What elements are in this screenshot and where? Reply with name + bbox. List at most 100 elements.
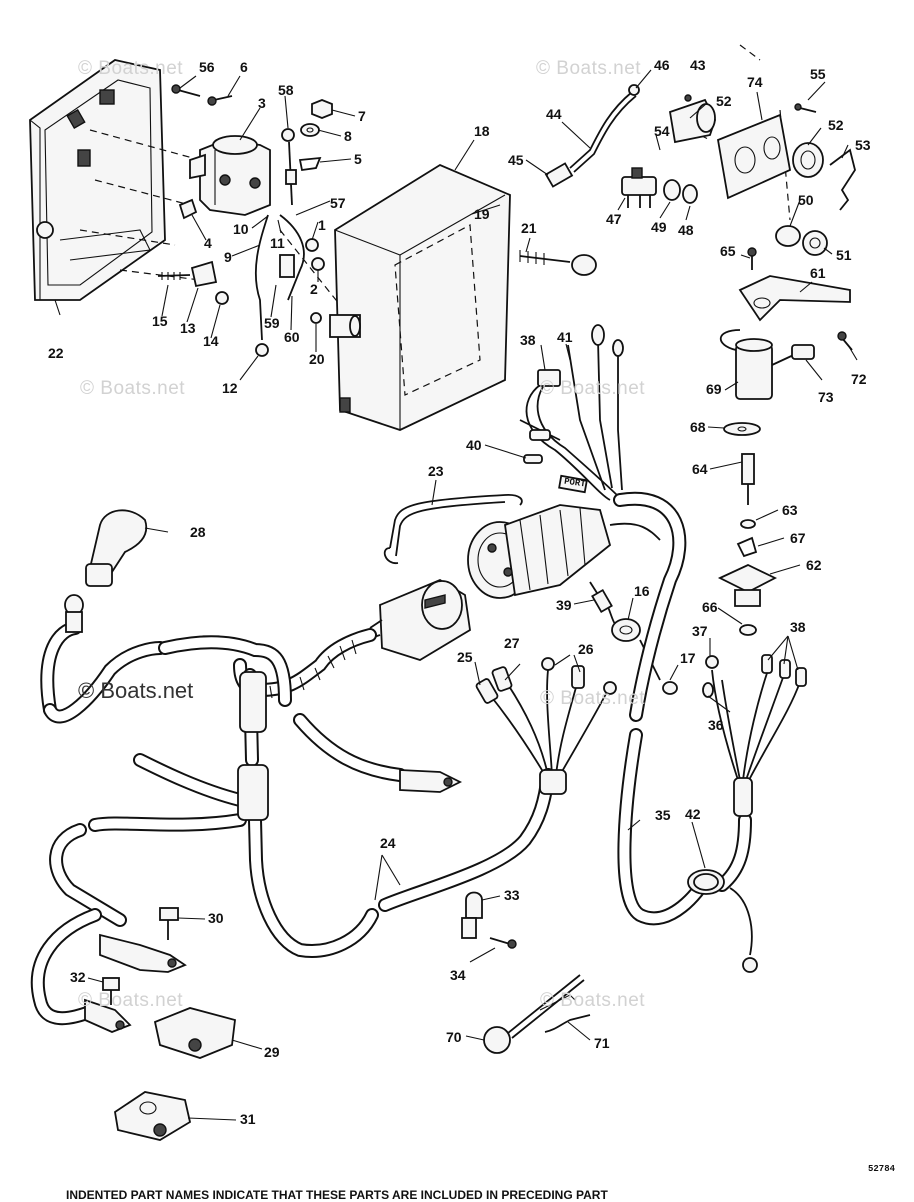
callout-58: 58 (278, 82, 294, 98)
callout-25: 25 (457, 649, 473, 665)
mounting-plate (29, 59, 166, 316)
callout-60: 60 (284, 329, 300, 345)
callout-29: 29 (264, 1044, 280, 1060)
clip-16 (589, 581, 641, 642)
bolt-32 (102, 977, 120, 1005)
screw-65 (747, 247, 757, 270)
callout-49: 49 (651, 219, 667, 235)
callout-53: 53 (855, 137, 871, 153)
washer-68 (723, 422, 761, 436)
callout-62: 62 (806, 557, 822, 573)
button-62 (717, 564, 778, 607)
bolt-15 (157, 272, 191, 280)
callout-59: 59 (264, 315, 280, 331)
ignition-switch-52 (668, 94, 716, 144)
callout-47: 47 (606, 211, 622, 227)
callout-3: 3 (258, 95, 266, 111)
clamp-29 (153, 1007, 236, 1059)
screw-55 (794, 103, 817, 113)
callout-46: 46 (654, 57, 670, 73)
callout-36: 36 (708, 717, 724, 733)
callout-67: 67 (790, 530, 806, 546)
watermark: © Boats.net (540, 378, 646, 399)
callout-55: 55 (810, 66, 826, 82)
callout-6: 6 (240, 59, 248, 75)
nut-4 (178, 198, 198, 220)
callout-31: 31 (240, 1111, 256, 1127)
callout-54: 54 (654, 123, 670, 139)
callout-61: 61 (810, 265, 826, 281)
callout-12: 12 (222, 380, 238, 396)
condenser-69 (719, 329, 815, 400)
screw-72 (837, 331, 853, 351)
callout-21: 21 (521, 220, 537, 236)
callout-43: 43 (690, 57, 706, 73)
knobs-50-51 (775, 225, 828, 256)
callout-50: 50 (798, 192, 814, 208)
callout-71: 71 (594, 1035, 610, 1051)
callout-45: 45 (508, 152, 524, 168)
watermark: © Boats.net (78, 58, 184, 79)
washer-49-48 (663, 179, 698, 204)
callout-73: 73 (818, 389, 834, 405)
bracket-13 (190, 260, 218, 288)
callout-38a: 38 (520, 332, 536, 348)
wire-bundle-25-27 (475, 657, 617, 795)
callout-15: 15 (152, 313, 168, 329)
callout-65: 65 (720, 243, 736, 259)
callout-1: 1 (318, 217, 326, 233)
callout-30: 30 (208, 910, 224, 926)
callout-44: 44 (546, 106, 562, 122)
callout-9: 9 (224, 249, 232, 265)
nut-7 (311, 99, 333, 119)
wire-bundle-36-38 (702, 654, 807, 817)
connector-plug (467, 504, 661, 599)
watermark: © Boats.net (540, 990, 646, 1011)
clip-5 (298, 156, 322, 172)
callout-11: 11 (270, 235, 285, 251)
callout-24: 24 (380, 835, 396, 851)
wire-23 (383, 494, 523, 564)
hose-35 (613, 491, 752, 926)
callout-8: 8 (344, 128, 352, 144)
callout-26: 26 (578, 641, 594, 657)
nut-1-2 (305, 238, 325, 271)
callout-19: 19 (474, 206, 490, 222)
callout-39: 39 (556, 597, 572, 613)
callout-70: 70 (446, 1029, 462, 1045)
callout-18: 18 (474, 123, 490, 139)
callout-63: 63 (782, 502, 798, 518)
callout-42: 42 (685, 806, 701, 822)
callout-64: 64 (692, 461, 708, 477)
starter-solenoid (189, 135, 271, 216)
callout-35: 35 (655, 807, 671, 823)
screw-56 (171, 84, 201, 97)
boot-28 (85, 509, 148, 587)
screw-6 (207, 95, 233, 106)
watermark: © Boats.net (540, 688, 646, 709)
control-box (329, 163, 511, 431)
plunger-64 (741, 453, 755, 505)
leader-lines (87, 69, 858, 1121)
lead-9-57 (254, 214, 305, 357)
callout-2: 2 (310, 281, 318, 297)
bracket-61 (738, 275, 851, 322)
callout-23: 23 (428, 463, 444, 479)
washer-20 (310, 312, 322, 324)
callout-52a: 52 (716, 93, 732, 109)
grommet-42 (687, 869, 758, 973)
callout-5: 5 (354, 151, 362, 167)
callout-13: 13 (180, 320, 196, 336)
nut-66 (739, 624, 757, 636)
watermark: © Boats.net (78, 990, 184, 1011)
callout-40: 40 (466, 437, 482, 453)
clip-67 (736, 536, 758, 558)
switch-47 (621, 167, 657, 208)
callout-69: 69 (706, 381, 722, 397)
callout-41: 41 (557, 329, 573, 345)
callout-51: 51 (836, 247, 852, 263)
lead-44 (544, 84, 640, 188)
watermark: © Boats.net (80, 378, 186, 399)
watermark: © Boats.net (536, 58, 642, 79)
nut-63 (740, 519, 756, 529)
